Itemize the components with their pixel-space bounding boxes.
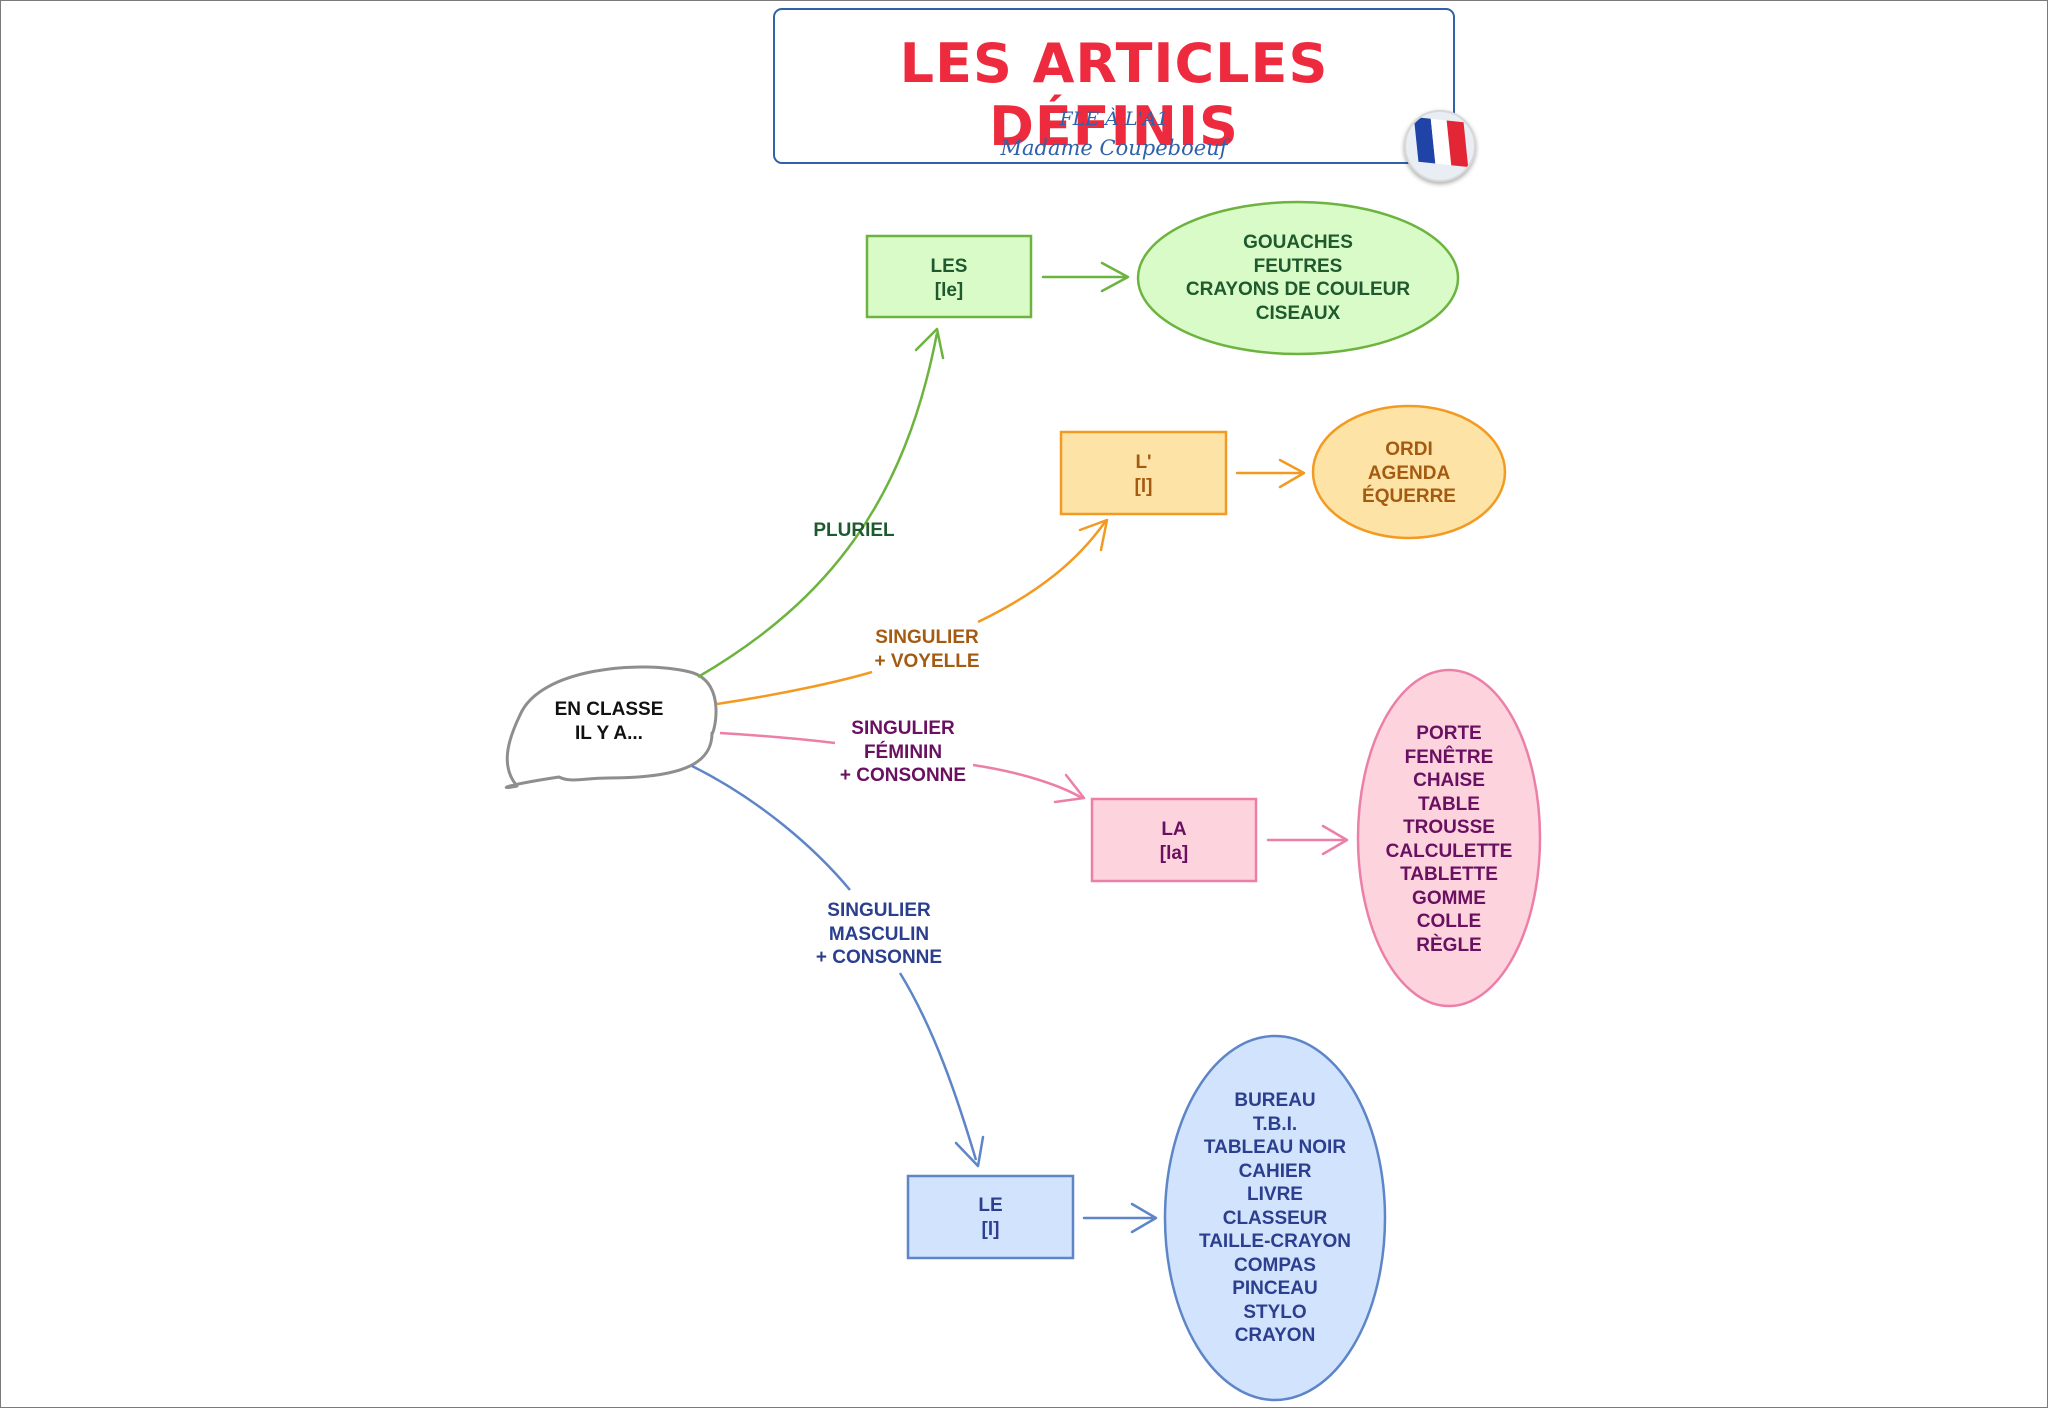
edge-label-voyelle: SINGULIER + VOYELLE bbox=[874, 627, 980, 672]
edge-label-feminin: SINGULIER FÉMININ + CONSONNE bbox=[839, 718, 967, 786]
article-les: LES [le] bbox=[930, 256, 968, 301]
article-la: LA [la] bbox=[1159, 819, 1189, 864]
connector-voyelle bbox=[716, 521, 1107, 706]
connector-feminin bbox=[719, 731, 1083, 800]
edge-label-pluriel: PLURIEL bbox=[813, 520, 895, 541]
nouns-bubble-les bbox=[1136, 200, 1460, 356]
article-le: LE [l] bbox=[978, 1195, 1003, 1240]
nouns-list-la: PORTE FENÊTRE CHAISE TABLE TROUSSE CALCU… bbox=[1385, 723, 1513, 956]
page-subtitle: FLE À L'A1 bbox=[1059, 108, 1169, 130]
arrowhead-feminin bbox=[1053, 773, 1086, 804]
author-name: Madame Coupeboeuf bbox=[1000, 136, 1228, 160]
nouns-list-les: GOUACHES FEUTRES CRAYONS DE COULEUR CISE… bbox=[1185, 232, 1411, 324]
nouns-bubble-la bbox=[1356, 668, 1542, 1008]
article-box-l bbox=[1059, 430, 1228, 516]
connector-masculin bbox=[691, 764, 978, 1161]
article-box-la bbox=[1090, 797, 1258, 883]
arrow-la-to-nouns bbox=[1266, 824, 1349, 856]
arrowhead-voyelle bbox=[1078, 518, 1109, 552]
nouns-list-le: BUREAU T.B.I. TABLEAU NOIR CAHIER LIVRE … bbox=[1199, 1090, 1351, 1346]
center-label: EN CLASSE IL Y A... bbox=[554, 699, 664, 744]
arrow-les-to-nouns bbox=[1041, 261, 1130, 293]
french-flag-icon bbox=[1404, 110, 1476, 182]
edge-label-masculin: SINGULIER MASCULIN + CONSONNE bbox=[815, 900, 943, 968]
article-box-les bbox=[865, 234, 1033, 319]
nouns-bubble-l bbox=[1311, 404, 1507, 540]
article-box-le bbox=[906, 1174, 1075, 1260]
page-title: LES ARTICLES DÉFINIS bbox=[899, 32, 1329, 158]
arrow-l-to-nouns bbox=[1235, 458, 1306, 489]
arrowhead-pluriel bbox=[914, 327, 945, 360]
title-box: LES ARTICLES DÉFINIS FLE À L'A1 Madame C… bbox=[773, 8, 1455, 164]
arrowhead-masculin bbox=[954, 1135, 985, 1168]
article-l: L' [l] bbox=[1134, 452, 1153, 497]
arrow-le-to-nouns bbox=[1082, 1202, 1158, 1234]
connector-pluriel bbox=[697, 332, 939, 679]
speech-bubble bbox=[505, 665, 718, 790]
nouns-list-l: ORDI AGENDA ÉQUERRE bbox=[1362, 439, 1456, 507]
nouns-bubble-le bbox=[1163, 1034, 1387, 1402]
